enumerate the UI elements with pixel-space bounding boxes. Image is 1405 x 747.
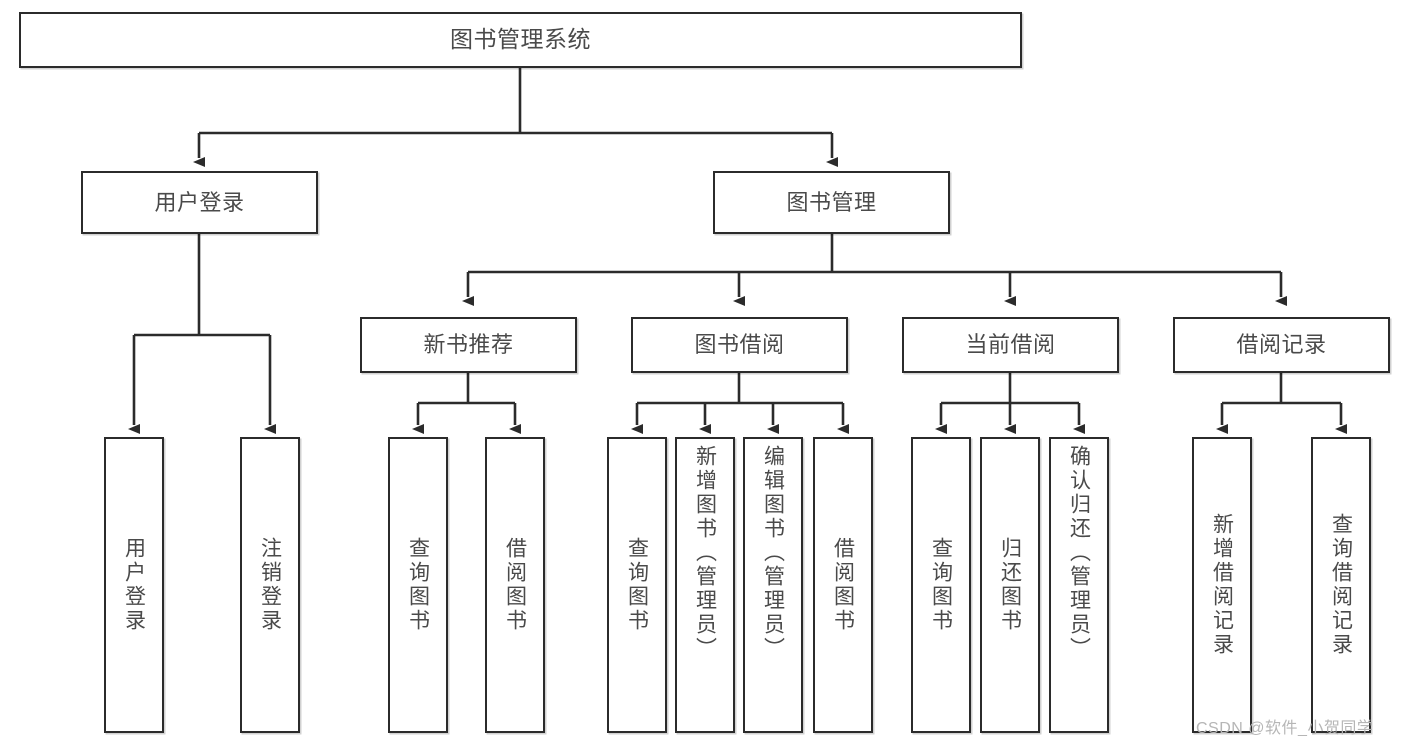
leaf-record-add-label: 新增借阅记录 (1210, 513, 1234, 657)
leaf-borrow-borrow-book[interactable]: 借阅图书 (813, 437, 873, 733)
leaf-borrow-add-book[interactable]: 新增图书（管理员） (675, 437, 735, 733)
leaf-borrow-edit-book[interactable]: 编辑图书（管理员） (743, 437, 803, 733)
leaf-user-logout-label: 注销登录 (258, 537, 282, 633)
leaf-recommend-borrow-book[interactable]: 借阅图书 (485, 437, 545, 733)
leaf-borrow-borrow-book-label: 借阅图书 (831, 537, 855, 633)
leaf-current-return-book-label: 归还图书 (998, 537, 1022, 633)
leaf-borrow-edit-book-label: 编辑图书（管理员） (761, 445, 785, 661)
node-book-management[interactable]: 图书管理 (713, 171, 950, 234)
node-root[interactable]: 图书管理系统 (19, 12, 1022, 68)
watermark-text: CSDN @软件_小贺同学 (1196, 720, 1374, 737)
leaf-recommend-query-book-label: 查询图书 (406, 537, 430, 633)
node-book-borrow-label: 图书借阅 (694, 332, 785, 358)
leaf-user-logout[interactable]: 注销登录 (240, 437, 300, 733)
leaf-record-add[interactable]: 新增借阅记录 (1192, 437, 1252, 733)
leaf-user-login[interactable]: 用户登录 (104, 437, 164, 733)
leaf-current-return-book[interactable]: 归还图书 (980, 437, 1040, 733)
node-new-book-recommend[interactable]: 新书推荐 (360, 317, 577, 373)
node-user-login-label: 用户登录 (154, 189, 245, 215)
leaf-current-query-book[interactable]: 查询图书 (911, 437, 971, 733)
leaf-user-login-label: 用户登录 (122, 537, 146, 633)
node-current-borrow-label: 当前借阅 (965, 332, 1056, 358)
leaf-borrow-query-book-label: 查询图书 (625, 537, 649, 633)
leaf-current-confirm-return[interactable]: 确认归还（管理员） (1049, 437, 1109, 733)
node-borrow-record-label: 借阅记录 (1236, 332, 1327, 358)
node-user-login[interactable]: 用户登录 (81, 171, 318, 234)
node-new-book-recommend-label: 新书推荐 (423, 332, 514, 358)
leaf-borrow-add-book-label: 新增图书（管理员） (693, 445, 717, 661)
node-book-management-label: 图书管理 (786, 189, 877, 215)
leaf-current-confirm-return-label: 确认归还（管理员） (1067, 445, 1091, 661)
leaf-record-query-label: 查询借阅记录 (1329, 513, 1353, 657)
node-borrow-record[interactable]: 借阅记录 (1173, 317, 1390, 373)
leaf-recommend-query-book[interactable]: 查询图书 (388, 437, 448, 733)
node-current-borrow[interactable]: 当前借阅 (902, 317, 1119, 373)
leaf-recommend-borrow-book-label: 借阅图书 (503, 537, 527, 633)
leaf-record-query[interactable]: 查询借阅记录 (1311, 437, 1371, 733)
node-root-label: 图书管理系统 (450, 26, 591, 53)
leaf-current-query-book-label: 查询图书 (929, 537, 953, 633)
leaf-borrow-query-book[interactable]: 查询图书 (607, 437, 667, 733)
node-book-borrow[interactable]: 图书借阅 (631, 317, 848, 373)
